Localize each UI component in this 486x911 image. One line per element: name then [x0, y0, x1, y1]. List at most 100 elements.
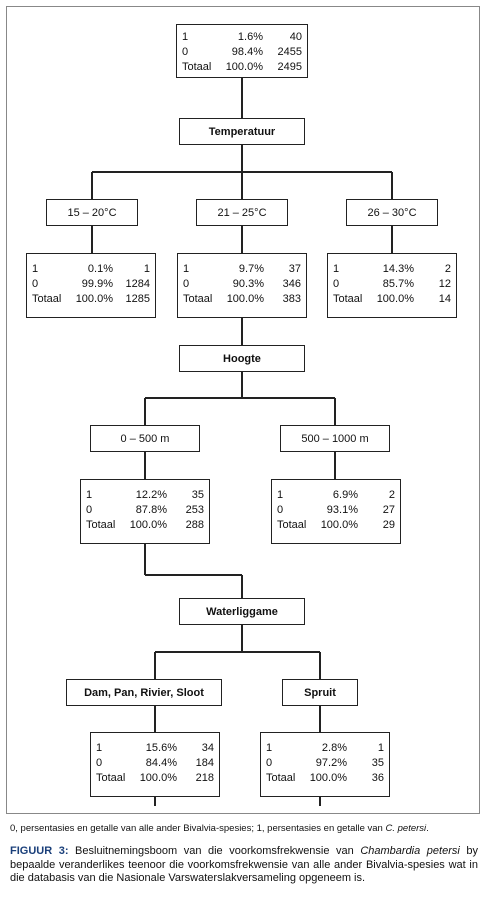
category-dam-pan-rivier-sloot: Dam, Pan, Rivier, Sloot	[66, 679, 222, 706]
category-spruit: Spruit	[282, 679, 358, 706]
category-15-20: 15 – 20°C	[46, 199, 138, 226]
count: 2	[444, 263, 451, 275]
total-label: Totaal	[277, 519, 307, 531]
percentage: 100.0%	[376, 293, 414, 305]
node-hoogte: Hoogte	[179, 345, 305, 372]
total-label: Totaal	[96, 772, 126, 784]
count: 35	[371, 757, 384, 769]
total-label: Totaal	[32, 293, 62, 305]
count: 288	[185, 519, 204, 531]
category-code: 1	[96, 742, 103, 754]
figure-caption: FIGUUR 3: Besluitnemingsboom van die voo…	[10, 845, 478, 886]
table-0-500: 1 12.2% 35 0 87.8% 253 Totaal 100.0% 288	[80, 479, 210, 544]
percentage: 84.4%	[145, 757, 177, 769]
percentage: 87.8%	[135, 504, 167, 516]
count: 36	[371, 772, 384, 784]
category-0-500: 0 – 500 m	[90, 425, 200, 452]
caption-text-2: by bepaalde veranderlikes teenoor die vo…	[10, 845, 478, 884]
category-code: 1	[182, 31, 189, 43]
count: 37	[288, 263, 301, 275]
table-26-30: 1 14.3% 2 0 85.7% 12 Totaal 100.0% 14	[327, 253, 457, 318]
percentage: 100.0%	[139, 772, 177, 784]
percentage: 6.9%	[332, 489, 358, 501]
total-label: Totaal	[182, 61, 212, 73]
footnote-end: .	[426, 823, 429, 834]
table-dam-pan-rivier-sloot: 1 15.6% 34 0 84.4% 184 Totaal 100.0% 218	[90, 732, 220, 797]
category-code: 1	[183, 263, 190, 275]
count: 2455	[277, 46, 302, 58]
category-500-1000: 500 – 1000 m	[280, 425, 390, 452]
table-spruit: 1 2.8% 1 0 97.2% 35 Totaal 100.0% 36	[260, 732, 390, 797]
caption-species: Chambardia petersi	[360, 845, 460, 857]
category-code: 0	[333, 278, 340, 290]
count: 383	[282, 293, 301, 305]
percentage: 100.0%	[226, 293, 264, 305]
category-code: 0	[32, 278, 39, 290]
percentage: 97.2%	[315, 757, 347, 769]
total-label: Totaal	[183, 293, 213, 305]
category-code: 0	[266, 757, 273, 769]
percentage: 1.6%	[237, 31, 263, 43]
total-label: Totaal	[86, 519, 116, 531]
total-label: Totaal	[333, 293, 363, 305]
category-code: 1	[333, 263, 340, 275]
figure-frame	[6, 6, 480, 814]
footnote: 0, persentasies en getalle van alle ande…	[10, 823, 480, 835]
node-waterliggame: Waterliggame	[179, 598, 305, 625]
percentage: 100.0%	[129, 519, 167, 531]
percentage: 15.6%	[145, 742, 177, 754]
count: 29	[382, 519, 395, 531]
percentage: 100.0%	[75, 293, 113, 305]
count: 1285	[125, 293, 150, 305]
percentage: 9.7%	[238, 263, 264, 275]
category-code: 1	[86, 489, 93, 501]
category-code: 1	[266, 742, 273, 754]
root-frequency-table: 1 1.6% 40 0 98.4% 2455 Totaal 100.0% 2495	[176, 24, 308, 78]
count: 40	[289, 31, 302, 43]
count: 2495	[277, 61, 302, 73]
percentage: 90.3%	[232, 278, 264, 290]
count: 218	[195, 772, 214, 784]
category-26-30: 26 – 30°C	[346, 199, 438, 226]
total-label: Totaal	[266, 772, 296, 784]
node-temperatuur: Temperatuur	[179, 118, 305, 145]
caption-text-1: Besluitnemingsboom van die voorkomsfrekw…	[68, 845, 361, 857]
count: 1	[377, 742, 384, 754]
percentage: 0.1%	[87, 263, 113, 275]
category-code: 0	[277, 504, 284, 516]
count: 35	[191, 489, 204, 501]
count: 12	[438, 278, 451, 290]
count: 1	[143, 263, 150, 275]
percentage: 100.0%	[320, 519, 358, 531]
category-code: 0	[96, 757, 103, 769]
percentage: 100.0%	[309, 772, 347, 784]
count: 2	[388, 489, 395, 501]
category-code: 1	[277, 489, 284, 501]
percentage: 98.4%	[231, 46, 263, 58]
percentage: 85.7%	[382, 278, 414, 290]
percentage: 99.9%	[81, 278, 113, 290]
category-code: 1	[32, 263, 39, 275]
count: 184	[195, 757, 214, 769]
percentage: 100.0%	[225, 61, 263, 73]
percentage: 2.8%	[321, 742, 347, 754]
footnote-species: C. petersi	[385, 823, 427, 834]
category-21-25: 21 – 25°C	[196, 199, 288, 226]
count: 1284	[125, 278, 150, 290]
count: 14	[438, 293, 451, 305]
count: 34	[201, 742, 214, 754]
percentage: 14.3%	[382, 263, 414, 275]
table-15-20: 1 0.1% 1 0 99.9% 1284 Totaal 100.0% 1285	[26, 253, 156, 318]
category-code: 0	[86, 504, 93, 516]
count: 253	[185, 504, 204, 516]
count: 346	[282, 278, 301, 290]
footnote-text: 0, persentasies en getalle van alle ande…	[10, 823, 386, 834]
percentage: 12.2%	[135, 489, 167, 501]
category-code: 0	[182, 46, 189, 58]
caption-label: FIGUUR 3:	[10, 845, 69, 857]
percentage: 93.1%	[326, 504, 358, 516]
